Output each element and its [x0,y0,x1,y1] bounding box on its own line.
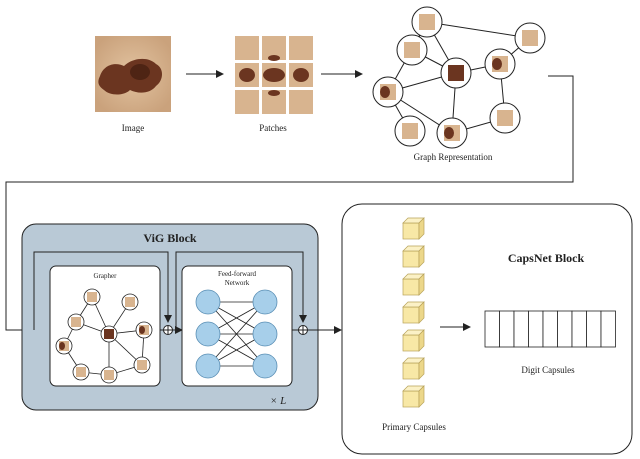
ffn-neuron [252,353,278,379]
primary-capsules-label: Primary Capsules [382,422,446,432]
graph-node [394,115,426,147]
graph-node [72,363,90,381]
patch-tile [235,90,259,114]
digit-capsule-cell [557,310,573,348]
graph-node [372,76,404,108]
capsule-cube [402,273,425,296]
repeat-label: × L [270,395,286,407]
graph-representation [372,6,546,149]
ffn-network [195,289,278,379]
graph-node [440,57,472,89]
graph-node [67,313,85,331]
add-node-2 [298,325,308,335]
grapher-graph [55,288,153,384]
capsule-cube [402,357,425,380]
graph-node [411,6,443,38]
patches-label: Patches [259,123,287,133]
digit-capsule-cell [600,310,616,348]
graph-node [484,48,516,80]
patch-tile [262,90,286,114]
capsule-cube [402,245,425,268]
ffn-neuron [252,321,278,347]
ffn-neuron [195,289,221,315]
ffn-neuron [252,289,278,315]
image-label: Image [122,123,145,133]
ffn-neuron [195,353,221,379]
digit-capsule-cell [484,310,500,348]
add-node-1 [163,325,173,335]
capsule-cube [402,329,425,352]
graph-node [436,117,468,149]
skip-connection-2 [175,251,307,330]
graph-node [83,288,101,306]
vig-title: ViG Block [143,231,197,245]
capsule-cube [402,301,425,324]
patch-tile [262,63,286,87]
graph-edge [426,21,531,39]
digit-capsules-label: Digit Capsules [521,365,575,375]
input-image [95,36,171,112]
graph-label: Graph Representation [414,152,493,162]
graph-node [55,337,73,355]
graph-node [396,34,428,66]
primary-capsules [402,217,425,408]
capsnet-title: CapsNet Block [508,251,585,265]
patch-tile [235,63,259,87]
ffn-neuron [195,321,221,347]
ffn-label-line1: Feed-forward [218,270,257,278]
digit-capsule-cell [586,310,602,348]
patch-tile [289,63,313,87]
connector-graph-to-vig [5,75,574,334]
graph-node [100,325,118,343]
graph-node [100,366,118,384]
capsule-cube [402,385,425,408]
patch-tile [262,36,286,61]
digit-capsules [484,310,616,348]
graph-node [489,102,521,134]
patch-tile [289,36,313,60]
graph-node [133,356,151,374]
digit-capsule-cell [542,310,558,348]
patches-grid [235,36,313,114]
grapher-label: Grapher [94,272,118,280]
digit-capsule-cell [513,310,529,348]
digit-capsule-cell [571,310,587,348]
digit-capsule-cell [528,310,544,348]
graph-node [121,293,139,311]
patch-tile [235,36,259,60]
capsule-cube [402,217,425,240]
graph-node [514,22,546,54]
skip-connection-1 [33,251,172,330]
ffn-label-line2: Network [225,279,250,287]
graph-node [135,321,153,339]
digit-capsule-cell [499,310,515,348]
ffn-edge [207,301,266,367]
patch-tile [289,90,313,114]
